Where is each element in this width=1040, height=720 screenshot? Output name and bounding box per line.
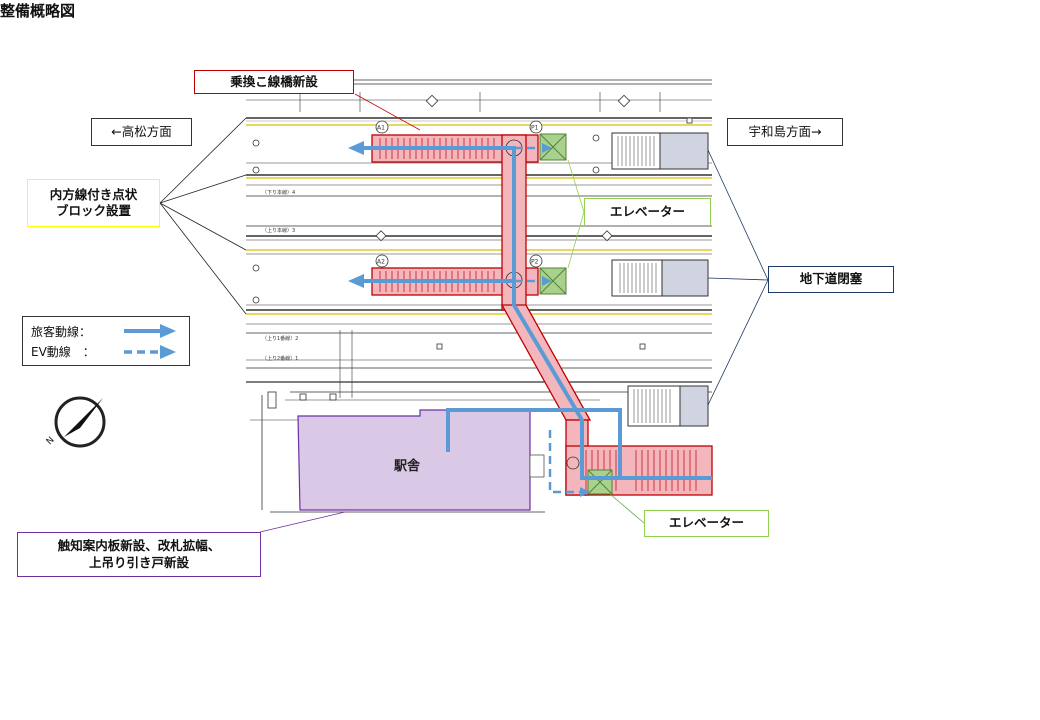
station-note-callout: 触知案内板新設、改札拡幅、 上吊り引き戸新設	[17, 532, 261, 577]
legend-symbols	[124, 324, 176, 359]
ev-flow-lower	[548, 430, 586, 494]
leader-lines	[159, 93, 769, 533]
uwajima-direction-label: 宇和島方面→	[727, 118, 843, 146]
station-gate	[529, 454, 545, 478]
legend-passenger-flow: 旅客動線：	[31, 325, 92, 339]
passenger-flow	[362, 146, 712, 480]
existing-underpass-stairs	[611, 132, 709, 427]
track-plan	[246, 79, 712, 513]
north-arrow-icon: N	[45, 396, 106, 448]
takamatsu-direction-label: ←高松方面	[91, 118, 192, 146]
marker-a2: A2	[377, 259, 385, 266]
marker-p1: P1	[531, 125, 539, 132]
track-label-up-main: （上り本線）3	[262, 227, 295, 234]
track-label-down-main: （下り本線）4	[262, 189, 295, 196]
station-note-line1: 触知案内板新設、改札拡幅、	[57, 538, 221, 554]
ev-flow	[514, 146, 586, 494]
track-label-up2: （上り2番線）1	[262, 355, 298, 362]
flow-arrow-middle	[348, 274, 364, 288]
plan-symbols	[252, 94, 693, 409]
marker-a1: A1	[377, 125, 385, 132]
tactile-blocks-line2: ブロック設置	[55, 203, 131, 218]
station-building-label: 駅舎	[393, 458, 421, 474]
svg-text:N: N	[45, 435, 57, 447]
elevator-callout-upper: エレベーター	[584, 198, 711, 226]
column-markers: A1 P1 A2 P2	[375, 120, 543, 268]
track-label-up1: （上り1番線）2	[262, 335, 298, 342]
station-note-line2: 上吊り引き戸新設	[88, 554, 189, 570]
track-labels: （下り本線）4 （上り本線）3 （上り1番線）2 （上り2番線）1	[262, 189, 298, 362]
passenger-flow-main	[362, 146, 712, 480]
legend-ev-flow: EV動線 ：	[31, 345, 95, 359]
flow-arrow-upper	[348, 141, 364, 155]
tactile-blocks-callout: 内方線付き点状 ブロック設置	[27, 179, 160, 227]
transfer-bridge-callout: 乗換こ線橋新設	[194, 70, 354, 94]
elevator-callout-lower: エレベーター	[644, 510, 769, 537]
legend-box: 旅客動線： EV動線 ：	[22, 316, 190, 366]
underpass-closure-callout: 地下道閉塞	[768, 266, 894, 293]
tactile-blocks-line1: 内方線付き点状	[49, 186, 138, 202]
marker-p2: P2	[531, 259, 539, 266]
page-title: 整備概略図	[0, 2, 76, 20]
passenger-flow-station	[446, 408, 622, 478]
